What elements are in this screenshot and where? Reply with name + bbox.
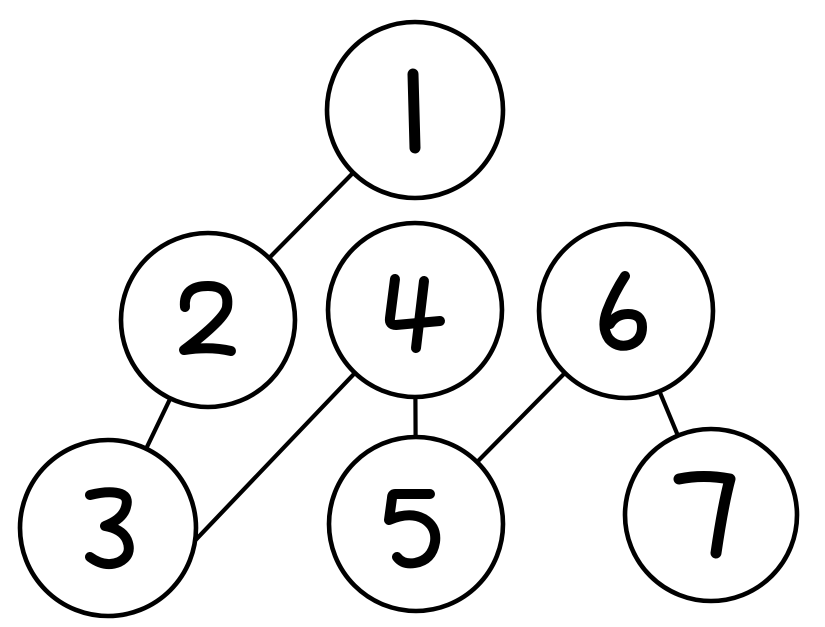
graph-node-4-label — [384, 274, 445, 353]
graph-node-7-circle — [622, 426, 800, 604]
graph-node-7-label — [673, 471, 736, 559]
digit-glyph-4 — [384, 274, 445, 330]
digit-glyph-6 — [599, 271, 647, 351]
digit-glyph-4 — [411, 276, 429, 353]
graph-node-5-circle — [326, 434, 506, 614]
digit-glyph-5 — [384, 489, 441, 569]
digit-glyph-3 — [85, 487, 134, 570]
digit-glyph-1 — [407, 68, 421, 154]
graph-node-2-label — [179, 281, 236, 356]
digit-glyph-7 — [673, 471, 736, 559]
graph-node-1-label — [407, 68, 421, 154]
graph-node-5-label — [384, 489, 441, 569]
digit-glyph-2 — [179, 281, 236, 356]
graph-node-4-circle — [325, 220, 505, 400]
graph-node-2-circle — [118, 230, 298, 410]
graph-node-3-label — [85, 487, 134, 570]
graph-node-6-label — [599, 271, 647, 351]
